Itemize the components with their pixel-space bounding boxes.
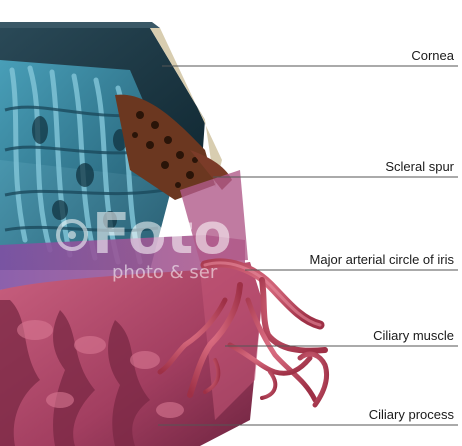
- label-cornea: Cornea: [411, 48, 454, 63]
- label-major-arterial-circle: Major arterial circle of iris: [310, 252, 454, 267]
- label-scleral-spur: Scleral spur: [385, 159, 454, 174]
- label-ciliary-muscle: Ciliary muscle: [373, 328, 454, 343]
- ciliary-body: [0, 262, 262, 446]
- label-ciliary-process: Ciliary process: [369, 407, 454, 422]
